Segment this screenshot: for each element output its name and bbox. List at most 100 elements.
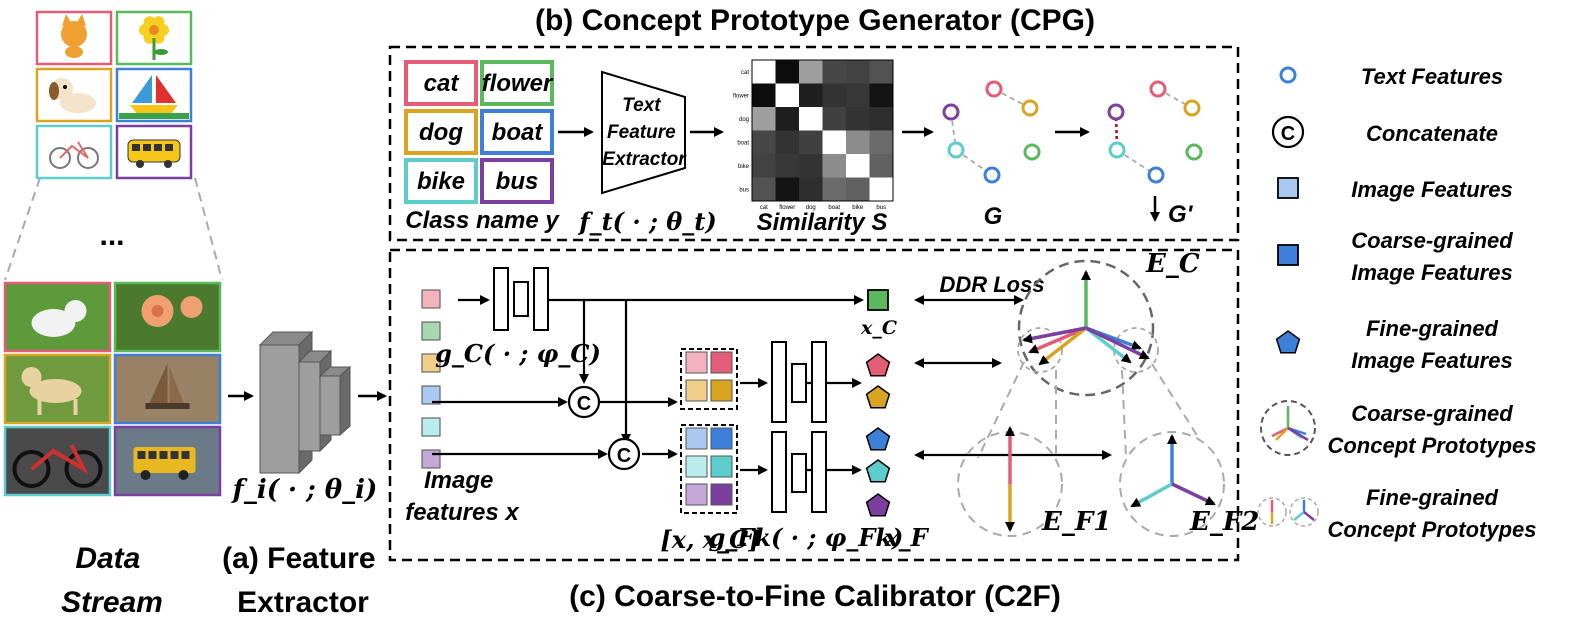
graph-node-boat: [983, 166, 1001, 184]
matrix-cell: [752, 130, 776, 155]
matrix-col-label: boat: [828, 205, 840, 211]
matrix-cell: [775, 60, 800, 84]
graph2-node-bike: [1108, 141, 1126, 159]
matrix-row-label: flower: [733, 93, 749, 99]
matrix-cell: [822, 83, 847, 108]
fine-output-pentagon: [865, 427, 891, 451]
stream-photo-boat: [113, 353, 222, 425]
image-feature-column: [421, 289, 441, 469]
stream-thumb-bike: [35, 124, 113, 180]
stream-zoom-lines: [4, 177, 223, 281]
matrix-cell: [869, 177, 894, 202]
matrix-cell: [799, 177, 823, 202]
matrix-cell: [822, 107, 847, 131]
matrix-cell: [869, 154, 894, 178]
text-extractor-line-2: Feature: [607, 122, 676, 143]
matrix-col-label: flower: [779, 205, 795, 211]
e-c-label: E_C: [1145, 249, 1200, 279]
fine-output-features: [865, 353, 891, 517]
coarse-image-features-icon: [1277, 244, 1299, 266]
matrix-cell: [846, 154, 870, 178]
class-box-flower: flower: [480, 60, 554, 106]
text-features-icon: [1279, 66, 1297, 84]
fine-output-pentagon: [865, 353, 891, 377]
stream-photo-bike: [3, 425, 112, 497]
fine-output-pentagon: [865, 385, 891, 409]
matrix-cell: [799, 60, 823, 84]
graph-g-label: G: [984, 203, 1003, 230]
class-label-bus: bus: [496, 168, 539, 195]
similarity-matrix: catcatflowerflowerdogdogboatboatbikebike…: [733, 59, 894, 211]
fine-concept-prototypes-2: [1119, 431, 1225, 537]
feature-extractor-line-1: (a) Feature: [222, 542, 375, 575]
image-feature-square: [421, 321, 441, 341]
concatenate-node-2: C: [607, 437, 641, 471]
class-label-cat: cat: [424, 70, 460, 97]
feature-extractor-title: (a) Feature Extractor: [222, 542, 384, 619]
matrix-col-label: bike: [852, 205, 864, 211]
c2f-title: (c) Coarse-to-Fine Calibrator (C2F): [569, 580, 1061, 613]
fine-concept-prototypes-1: [957, 426, 1063, 537]
matrix-cell: [752, 154, 776, 178]
class-label-dog: dog: [419, 119, 463, 146]
class-box-bike: bike: [404, 158, 478, 204]
image-feature-extractor-icon: [258, 330, 352, 475]
concatenate-symbol-2: C: [617, 445, 631, 467]
class-label-boat: boat: [492, 119, 544, 146]
data-stream-line-1: Data: [75, 542, 140, 575]
legend-label-coarse-prototypes-1: Concept Prototypes: [1327, 433, 1536, 458]
concatenate-icon: C: [1271, 115, 1305, 149]
image-features-line-2: features x: [405, 499, 520, 526]
class-name-boxes: cat flower dog boat bike bus: [404, 60, 554, 204]
c2f-connectors: [432, 295, 864, 475]
text-feature-extractor-block: Text Feature Extractor: [601, 70, 687, 195]
graph2-node-cat: [1149, 80, 1167, 98]
graph-g-prime: [1107, 80, 1203, 184]
stream-photo-flower: [113, 281, 222, 353]
stream-photo-cat: [3, 281, 112, 353]
matrix-col-label: bus: [876, 205, 886, 211]
fine-network-block-2: [771, 431, 827, 513]
fine-output-pentagon: [865, 493, 891, 517]
class-box-cat: cat: [404, 60, 478, 106]
graph-node-bike: [947, 141, 965, 159]
legend-label-image-features-0: Image Features: [1351, 177, 1512, 202]
cpg-title: (b) Concept Prototype Generator (CPG): [535, 4, 1095, 37]
matrix-cell: [775, 154, 800, 178]
legend-label-fine-prototypes-1: Concept Prototypes: [1327, 517, 1536, 542]
ddr-loss-label: DDR Loss: [939, 272, 1044, 297]
stream-photo-bus: [113, 425, 222, 497]
matrix-cell: [822, 60, 847, 84]
graph2-node-bus: [1107, 103, 1125, 121]
class-box-boat: boat: [480, 109, 554, 155]
matrix-cell: [752, 83, 776, 108]
matrix-cell: [775, 107, 800, 131]
matrix-row-label: dog: [739, 117, 749, 123]
matrix-row-label: boat: [737, 140, 749, 146]
fine-network-block-1: [771, 341, 827, 423]
text-extractor-line-3: Extractor: [602, 149, 687, 170]
image-feature-square: [421, 417, 441, 437]
graph-node-flower: [1023, 143, 1041, 161]
matrix-cell: [869, 107, 894, 131]
image-feature-square: [421, 449, 441, 469]
legend-label-text-features-0: Text Features: [1361, 64, 1503, 89]
legend-label-fine-image-features-1: Image Features: [1351, 348, 1512, 373]
e-f2-label: E_F2: [1189, 507, 1259, 537]
coarse-network-function: g_C( · ; φ_C): [435, 339, 601, 368]
graph-node-cat: [985, 80, 1003, 98]
graph2-node-boat: [1147, 166, 1165, 184]
concatenate-node-1: C: [567, 385, 601, 419]
matrix-cell: [822, 130, 847, 155]
text-extractor-line-1: Text: [622, 95, 661, 116]
image-feature-square: [421, 289, 441, 309]
class-name-label: Class name y: [405, 207, 560, 234]
fine-network-function: g_Fk( · ; φ_Fk): [709, 523, 904, 552]
stream-photo-dog: [3, 353, 112, 425]
matrix-col-label: dog: [806, 205, 816, 211]
similarity-label: Similarity S: [757, 209, 888, 236]
class-label-bike: bike: [417, 168, 465, 195]
